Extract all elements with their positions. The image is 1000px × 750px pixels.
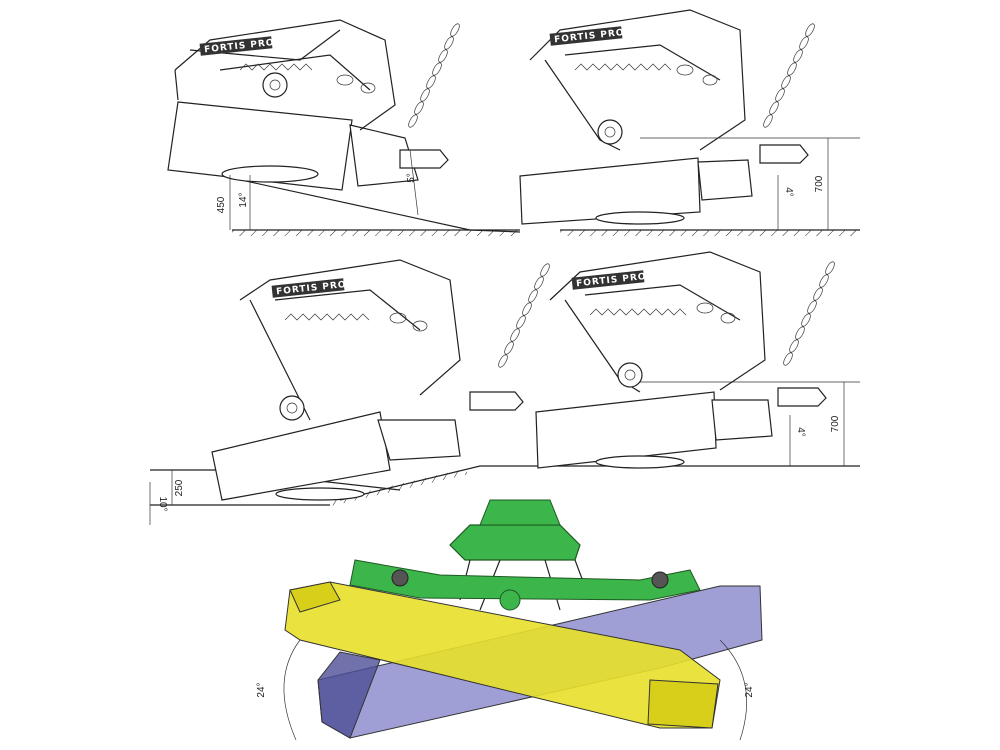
view-top-left: FORTIS PRONAR 450 14° 5° [167, 19, 521, 236]
mower-deck [211, 411, 391, 501]
spring [574, 63, 672, 71]
dim-angle-tilt: 4° [783, 187, 794, 197]
dim-angle-low: 14° [238, 192, 249, 207]
dim-height: 250 [174, 479, 185, 496]
dim-angle-tilt: 5° [406, 173, 417, 183]
mower-deck [519, 157, 701, 225]
ground-hatch [330, 468, 468, 506]
spring [589, 308, 687, 316]
view-middle-left: FORTIS PRONAR 250 10° [149, 259, 860, 525]
view-swing-3d: 24° 24° [256, 499, 763, 741]
spring [284, 313, 370, 321]
pto-shaft [777, 387, 827, 407]
lift-chain [498, 263, 550, 368]
dim-height: 700 [830, 415, 841, 432]
view-top-right: FORTIS PRONAR 700 4° [519, 9, 860, 236]
lifting-arm [549, 251, 766, 391]
mower-deck [167, 101, 353, 191]
pto-shaft [399, 149, 449, 169]
angle-left: 24° [256, 682, 267, 697]
ground-hatch [560, 230, 860, 236]
mower-deck [535, 391, 717, 469]
lift-chain [408, 23, 460, 128]
ground-line [231, 177, 521, 233]
dim-height: 450 [216, 196, 227, 213]
frame-headstock [449, 524, 581, 561]
dim-angle-low: 10° [157, 496, 168, 511]
spring [239, 63, 313, 71]
lifting-arm [239, 259, 461, 396]
pto-shaft [469, 391, 524, 411]
ground-hatch [232, 230, 520, 236]
lift-chain [783, 261, 835, 366]
angle-right: 24° [744, 682, 755, 697]
view-middle-right: FORTIS PRONAR 700 4° [535, 251, 860, 469]
dim-angle-tilt: 4° [795, 427, 806, 437]
pto-shaft [759, 144, 809, 164]
dim-height: 700 [814, 175, 825, 192]
lift-chain [763, 23, 815, 128]
